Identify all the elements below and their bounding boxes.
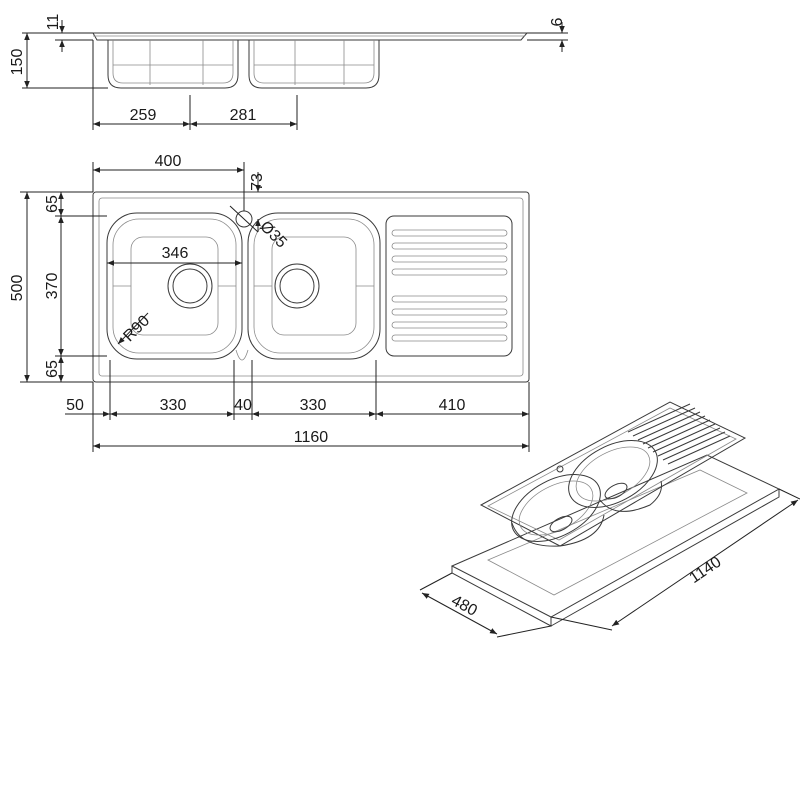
dim-bowl-inner-width: 346 xyxy=(162,245,189,262)
side-view: 11 6 150 259 281 xyxy=(9,14,568,130)
dim-tap-hole-diameter: Ø35 xyxy=(256,218,289,251)
dim-bowl-gap: 40 xyxy=(234,397,252,414)
dim-flange-thickness: 11 xyxy=(45,14,62,31)
dim-drainer-width: 410 xyxy=(439,397,466,414)
iso-view: 1140 480 xyxy=(419,401,800,638)
dim-tap-hole-offset: 400 xyxy=(155,153,182,170)
dim-bowl-1-width: 330 xyxy=(160,397,187,414)
dim-left-margin: 50 xyxy=(66,397,84,414)
dim-overall-depth: 500 xyxy=(9,275,26,302)
dim-top-margin: 65 xyxy=(44,195,61,213)
top-view: 400 73 Ø35 346 R90 500 65 370 65 xyxy=(9,153,530,452)
dim-drain-offset-2: 281 xyxy=(230,107,257,124)
dim-depth: 150 xyxy=(9,49,26,76)
iso-drainer-grooves xyxy=(627,403,731,465)
dim-bowl-length: 370 xyxy=(44,273,61,300)
dim-bottom-margin: 65 xyxy=(44,360,61,378)
dim-bowl-2-width: 330 xyxy=(300,397,327,414)
dim-cutout-width: 1140 xyxy=(686,554,724,587)
dim-tap-hole-to-edge: 73 xyxy=(249,173,266,191)
dim-corner-radius: R90 xyxy=(120,312,153,345)
dim-overall-width: 1160 xyxy=(294,429,329,446)
drainer-grooves xyxy=(391,229,508,342)
dim-drain-offset-1: 259 xyxy=(130,107,157,124)
dim-edge-thickness: 6 xyxy=(549,17,566,26)
